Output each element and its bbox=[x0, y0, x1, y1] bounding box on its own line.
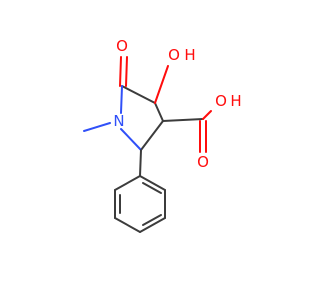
hydrogen-atom-hydroxyl: H bbox=[184, 46, 195, 64]
phenyl-bond-3 bbox=[139, 217, 166, 233]
bond-c2-phenyl bbox=[139, 149, 142, 177]
phenyl-bond-6 bbox=[114, 175, 141, 191]
molecule-structure: O H O O H O N bbox=[83, 37, 242, 233]
bond-c4-c3 bbox=[154, 102, 164, 122]
bond-carbonyl-double-2 bbox=[125, 56, 128, 87]
phenyl-bond-1 bbox=[139, 175, 166, 191]
oxygen-atom-acid-hydroxyl: O bbox=[215, 92, 227, 110]
oxygen-atom-carbonyl: O bbox=[116, 37, 128, 55]
bond-cooh-oh bbox=[202, 110, 212, 120]
bond-carbonyl-double-1 bbox=[119, 56, 122, 87]
nitrogen-atom: N bbox=[113, 112, 124, 130]
phenyl-inner-bond-1 bbox=[142, 182, 162, 194]
oxygen-atom-hydroxyl: O bbox=[168, 46, 180, 64]
bond-c3-cooh bbox=[162, 118, 204, 122]
phenyl-inner-bond-2 bbox=[142, 214, 162, 226]
bond-c5-c4 bbox=[121, 85, 156, 104]
bond-c4-oh bbox=[154, 65, 169, 104]
hydrogen-atom-acid: H bbox=[230, 92, 241, 110]
bond-n-c5 bbox=[120, 85, 123, 114]
bond-n-methyl bbox=[83, 122, 111, 132]
oxygen-atom-acid-carbonyl: O bbox=[197, 153, 209, 171]
bond-c3-c2 bbox=[140, 120, 164, 151]
bond-c2-n bbox=[120, 128, 142, 151]
phenyl-bond-4 bbox=[114, 217, 141, 233]
